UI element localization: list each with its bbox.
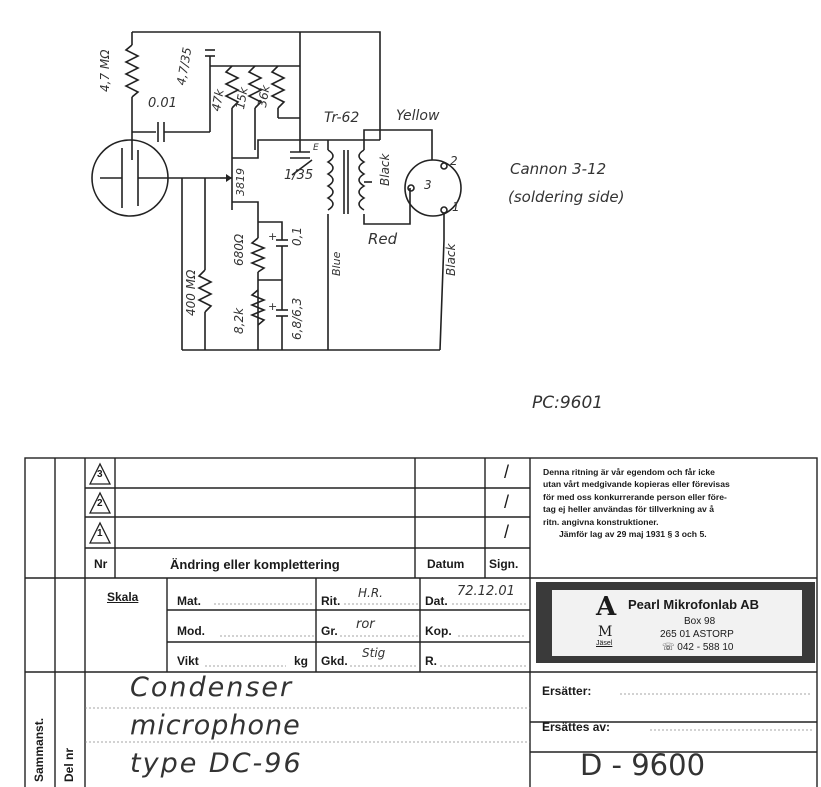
field-kop: Kop. xyxy=(425,624,452,638)
notice-line: tag ej heller användas för tillverkning … xyxy=(543,504,714,515)
rev-nr-1: 1 xyxy=(97,528,103,539)
connector-subtitle: (soldering side) xyxy=(508,188,625,206)
notice-line: ritn. angivna konstruktioner. xyxy=(543,516,659,527)
field-r: R. xyxy=(425,654,437,668)
label-c-couple: 0.01 xyxy=(148,96,177,111)
field-skala: Skala xyxy=(107,590,139,604)
rev-header-change: Ändring eller komplettering xyxy=(170,557,340,572)
revision-triangles xyxy=(88,462,112,544)
wire-blue: Blue xyxy=(330,251,343,276)
label-c-e: 1/35 xyxy=(284,168,314,183)
field-gr: Gr. xyxy=(321,624,338,638)
label-plus-2: + xyxy=(268,300,278,313)
rev-header-sign: Sign. xyxy=(489,557,519,571)
rev-nr-3: 3 xyxy=(97,469,103,480)
rev-header-nr: Nr xyxy=(94,557,108,571)
title-block-grid xyxy=(24,457,818,787)
company-name: Pearl Mikrofonlab AB xyxy=(628,597,759,612)
label-c-source: 0,1 xyxy=(290,226,304,246)
field-dat: Dat. xyxy=(425,594,448,608)
label-ersattes-av: Ersättes av: xyxy=(542,720,611,734)
schematic-wires xyxy=(91,31,462,351)
field-kg: kg xyxy=(294,654,309,668)
company-box-number: Box 98 xyxy=(684,616,716,627)
field-gkd: Gkd. xyxy=(321,654,348,668)
label-fet: 3819 xyxy=(234,168,247,196)
notice-line: Jämför lag av 29 maj 1931 § 3 och 5. xyxy=(559,529,707,540)
side-label-sammanst: Sammanst. xyxy=(32,717,46,782)
wire-black-upper: Black xyxy=(378,153,392,186)
connector-title: Cannon 3-12 xyxy=(510,160,607,178)
label-r-bottom: 400 MΩ xyxy=(184,269,198,316)
field-mat: Mat. xyxy=(177,594,201,608)
wire-black-lower: Black xyxy=(444,243,458,276)
pc-number: PC:9601 xyxy=(532,393,604,413)
field-dat-value: 72.12.01 xyxy=(457,584,515,599)
rev-sign-2: / xyxy=(504,492,510,512)
company-logo-m: M xyxy=(598,624,613,640)
wire-yellow: Yellow xyxy=(396,108,440,124)
company-address: 265 01 ASTORP xyxy=(660,629,734,640)
wire-red: Red xyxy=(368,230,398,248)
label-r-bias: 8,2k xyxy=(232,307,246,334)
rev-nr-2: 2 xyxy=(97,498,103,509)
label-r-grid: 4,7 MΩ xyxy=(98,49,112,92)
rev-sign-3: / xyxy=(504,462,510,482)
connector-pin-1: 1 xyxy=(452,200,460,214)
ownership-notice: Denna ritning är vår egendom och får ick… xyxy=(543,466,815,540)
schematic-arrow xyxy=(226,174,232,182)
company-logo: A xyxy=(596,592,617,622)
notice-line: Denna ritning är vår egendom och får ick… xyxy=(543,467,715,477)
title-line-1: Condenser xyxy=(130,672,294,703)
field-rit: Rit. xyxy=(321,594,341,608)
rev-sign-1: / xyxy=(504,522,510,542)
company-phone: ☏ 042 - 588 10 xyxy=(662,642,734,653)
title-line-3: type DC-96 xyxy=(130,748,303,779)
label-r-source: 680Ω xyxy=(232,233,246,266)
field-vikt: Vikt xyxy=(177,654,199,668)
label-e-mark: E xyxy=(313,143,319,153)
field-mod: Mod. xyxy=(177,624,205,638)
field-rit-value: H.R. xyxy=(358,586,383,600)
notice-line: för med oss konkurrerande person eller f… xyxy=(543,491,727,502)
label-ersatter: Ersätter: xyxy=(542,684,592,698)
company-logo-sub: Jäsel xyxy=(596,640,613,647)
company-box: A M Jäsel Pearl Mikrofonlab AB Box 98 26… xyxy=(536,582,815,663)
label-transformer: Tr-62 xyxy=(324,110,360,126)
connector-pin-3: 3 xyxy=(424,178,432,192)
connector-pin-2: 2 xyxy=(450,154,458,168)
side-label-del-nr: Del nr xyxy=(62,747,76,782)
company-stamp: A M Jäsel Pearl Mikrofonlab AB Box 98 26… xyxy=(552,590,802,656)
field-gkd-value: Stig xyxy=(362,646,386,660)
field-gr-value: ror xyxy=(356,617,375,632)
drawing-number: D - 9600 xyxy=(580,748,706,782)
rev-header-datum: Datum xyxy=(427,557,465,571)
label-plus-1: + xyxy=(268,230,278,243)
label-c-bias: 6,8/6,3 xyxy=(290,297,304,340)
title-line-2: microphone xyxy=(130,710,301,741)
dotted-lines xyxy=(85,603,812,743)
notice-line: utan vårt medgivande kopieras eller före… xyxy=(543,479,730,490)
